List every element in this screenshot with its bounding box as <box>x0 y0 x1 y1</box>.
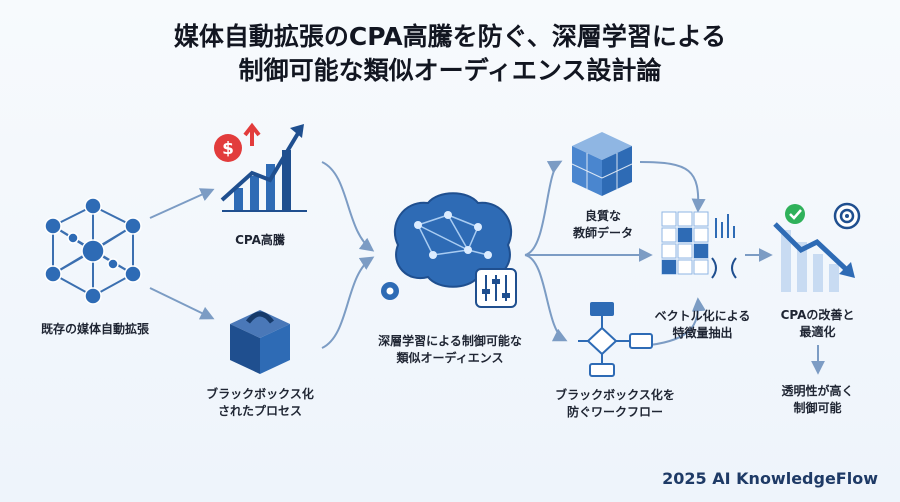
arrow-workflow-to-vector <box>649 297 706 346</box>
feature-grid-icon <box>661 211 737 279</box>
arrow-existing-to-cpa <box>149 188 215 219</box>
arrow-brain-to-data <box>524 160 563 256</box>
arrow-data-to-vector <box>639 161 706 213</box>
title-line-2: 制御可能な類似オーディエンス設計論 <box>238 56 662 85</box>
label-vectorization-feature-extraction: ベクトル化による 特徴量抽出 <box>654 309 751 340</box>
label-transparent-controllable: 透明性が高く 制御可能 <box>781 384 854 415</box>
page-title: 媒体自動拡張のCPA高騰を防ぐ、深層学習による 制御可能な類似オーディエンス設計… <box>0 20 900 88</box>
arrow-existing-to-blackbox <box>149 287 215 320</box>
label-deep-learning-audience: 深層学習による制御可能な 類似オーディエンス <box>378 334 522 365</box>
data-cube-icon <box>571 132 633 196</box>
network-icon <box>44 197 142 305</box>
label-cpa-improvement: CPAの改善と 最適化 <box>780 308 855 339</box>
title-line-1: 媒体自動拡張のCPA高騰を防ぐ、深層学習による <box>173 22 727 51</box>
brand-footer: 2025 AI KnowledgeFlow <box>662 469 878 488</box>
black-box-icon <box>230 310 290 374</box>
workflow-icon <box>578 302 653 377</box>
cost-down-chart-icon <box>773 202 861 292</box>
arrow-brain-to-workflow <box>524 254 568 342</box>
arrow-blackbox-to-brain <box>321 256 375 349</box>
brain-network-icon <box>381 192 517 308</box>
label-anti-blackbox-workflow: ブラックボックス化を 防ぐワークフロー <box>555 388 675 419</box>
label-cpa-rise: CPA高騰 <box>235 233 285 247</box>
cost-rise-chart-icon: $ <box>214 122 307 212</box>
label-black-box-process: ブラックボックス化 されたプロセス <box>206 387 314 418</box>
label-existing-auto-expansion: 既存の媒体自動拡張 <box>40 322 149 336</box>
label-quality-training-data: 良質な 教師データ <box>572 209 633 240</box>
arrow-cpa-to-brain <box>321 161 375 252</box>
svg-text:$: $ <box>222 139 234 159</box>
